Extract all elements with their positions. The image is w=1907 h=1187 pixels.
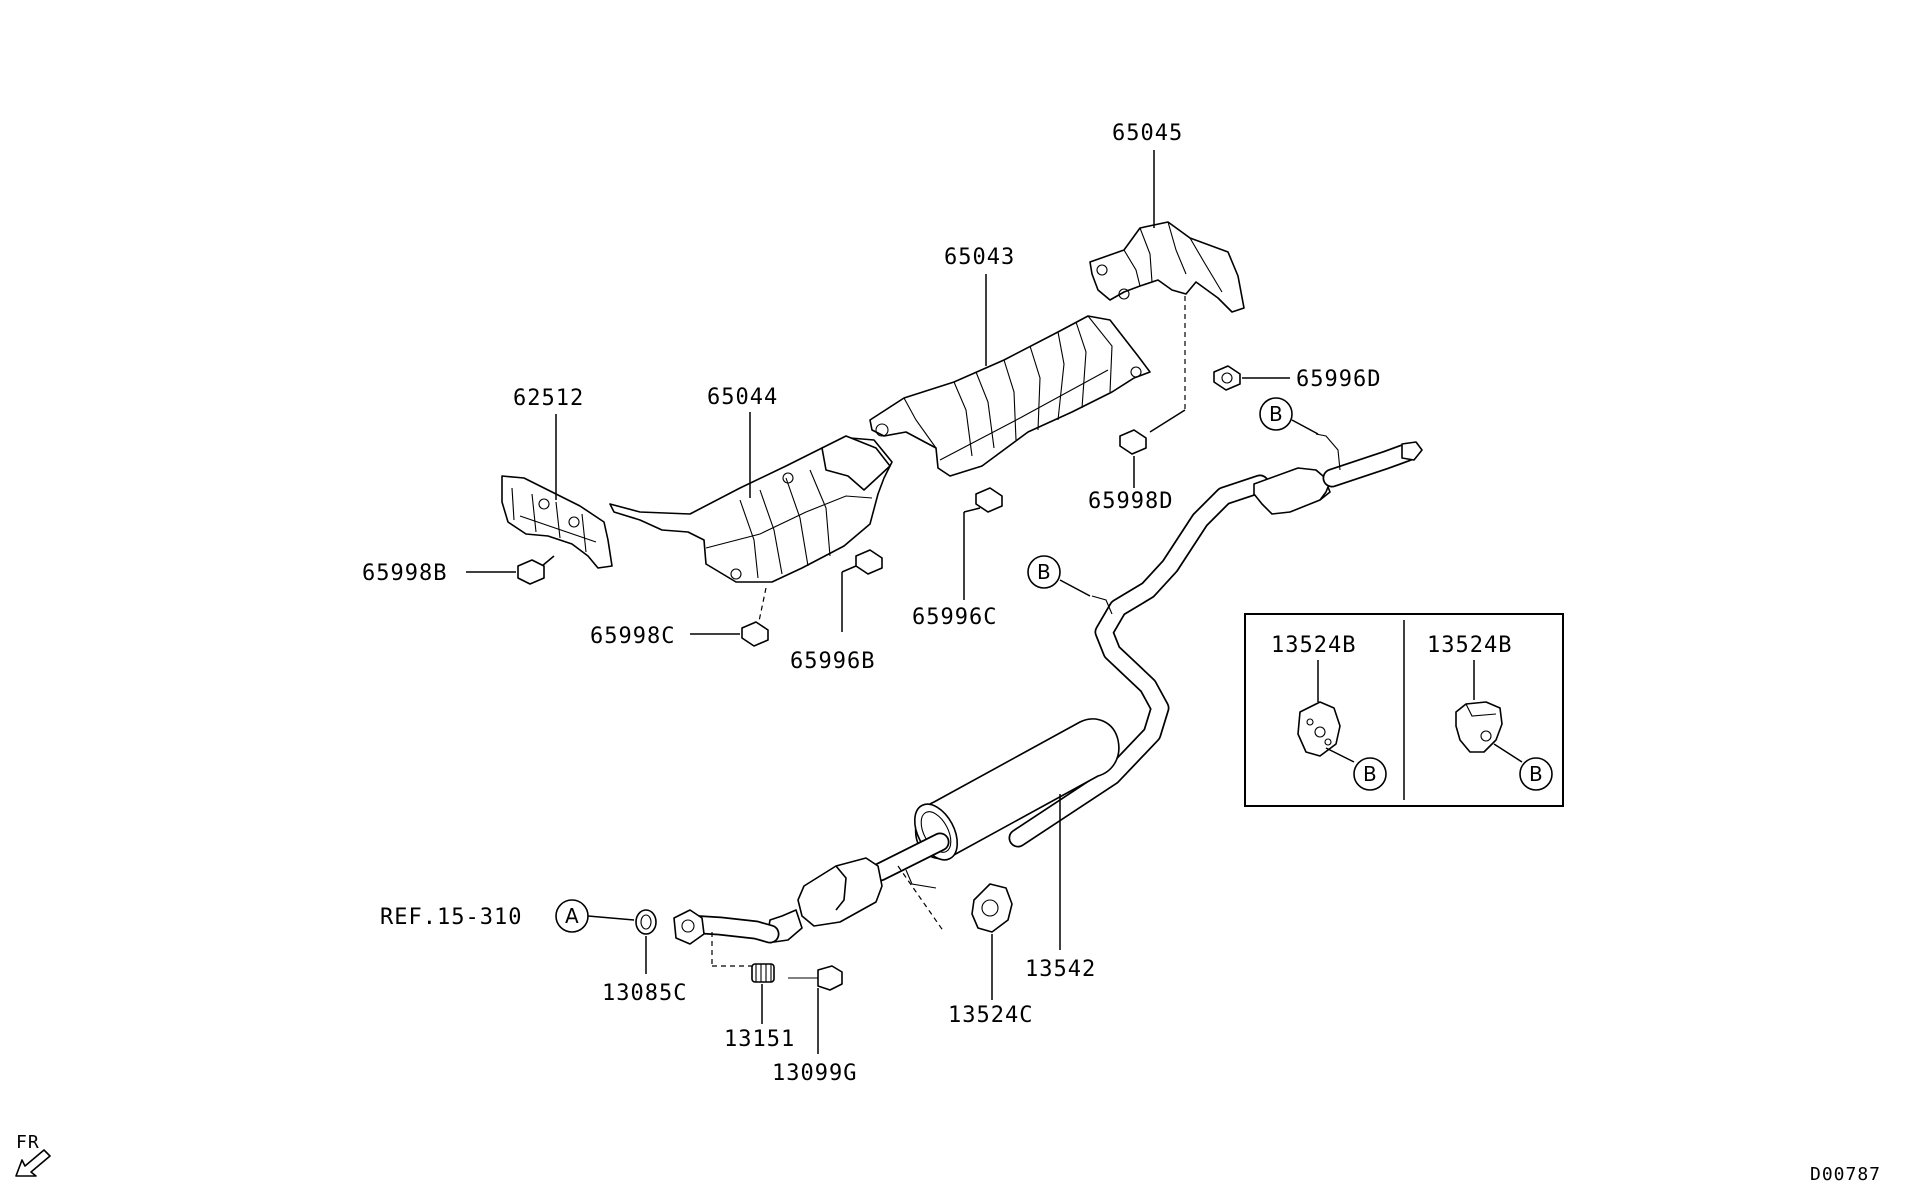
inset-hanger-box	[1244, 613, 1564, 807]
label-13524B-left: 13524B	[1271, 633, 1356, 658]
label-65044: 65044	[707, 385, 778, 410]
bolt-shaft-65998B	[541, 555, 555, 567]
spring-13151	[751, 963, 775, 983]
hanger-front	[1091, 595, 1113, 615]
leader-callout-b-inset-left	[1325, 747, 1355, 763]
dash-hanger-13524C	[897, 865, 945, 933]
label-13099G: 13099G	[772, 1061, 857, 1086]
dash-65998C	[757, 587, 767, 627]
hanger-rear	[1315, 433, 1341, 471]
label-ref: REF.15-310	[380, 905, 522, 930]
bolt-65998D	[1119, 429, 1147, 455]
exhaust-main-pipe	[1008, 474, 1270, 848]
label-front: FR	[16, 1132, 40, 1153]
label-65998B: 65998B	[362, 561, 447, 586]
bolt-shaft-65998D	[1149, 409, 1186, 433]
leader-callout-b-front	[1059, 579, 1091, 597]
label-13542: 13542	[1025, 957, 1096, 982]
label-65996D: 65996D	[1296, 367, 1381, 392]
nut-65996C	[975, 487, 1003, 513]
callout-b-inset-right-circle	[1519, 757, 1553, 791]
callout-b-inset-left: B	[1363, 762, 1377, 786]
callout-a: A	[565, 904, 579, 928]
leader-65996B-bend	[841, 565, 857, 573]
front-arrow-icon	[15, 1149, 51, 1177]
bolt-13099G	[788, 965, 843, 991]
leader-ref	[587, 915, 635, 921]
callout-b-inset-right: B	[1529, 762, 1543, 786]
heat-shield-65043	[869, 315, 1151, 477]
label-65996B: 65996B	[790, 649, 875, 674]
tail-muffler	[1253, 441, 1423, 515]
callout-b-rear-circle	[1259, 397, 1293, 431]
hanger-13524C-rod	[905, 869, 937, 889]
diagram-code: D00787	[1810, 1164, 1881, 1185]
nut-65996B	[855, 549, 883, 575]
callout-b-front-circle	[1027, 555, 1061, 589]
nut-65996D	[1213, 365, 1241, 391]
label-13151: 13151	[724, 1027, 795, 1052]
callout-b-inset-left-circle	[1353, 757, 1387, 791]
bolt-65998B	[517, 559, 545, 585]
label-13524B-right: 13524B	[1427, 633, 1512, 658]
label-65998D: 65998D	[1088, 489, 1173, 514]
leader-callout-b-inset-right	[1493, 743, 1523, 763]
label-13085C: 13085C	[602, 981, 687, 1006]
hanger-13524B-left	[1297, 701, 1341, 757]
front-pipe-catalytic-converter	[673, 832, 950, 945]
heat-shield-62512	[501, 475, 613, 569]
label-13524C: 13524C	[948, 1003, 1033, 1028]
callout-b-front: B	[1037, 560, 1051, 584]
label-65996C: 65996C	[912, 605, 997, 630]
leader-65996C-bend	[963, 507, 981, 513]
hanger-13524B-right	[1455, 701, 1503, 753]
label-62512: 62512	[513, 386, 584, 411]
bolt-65998C	[741, 621, 769, 647]
heat-shield-65045	[1089, 221, 1245, 313]
hanger-rubber-13524C	[971, 883, 1013, 933]
label-65998C: 65998C	[590, 624, 675, 649]
callout-b-rear: B	[1269, 402, 1283, 426]
heat-shield-65044	[609, 435, 893, 583]
gasket-13085C	[635, 909, 657, 935]
label-65043: 65043	[944, 245, 1015, 270]
leader-callout-b-rear	[1291, 419, 1319, 435]
label-65045: 65045	[1112, 121, 1183, 146]
